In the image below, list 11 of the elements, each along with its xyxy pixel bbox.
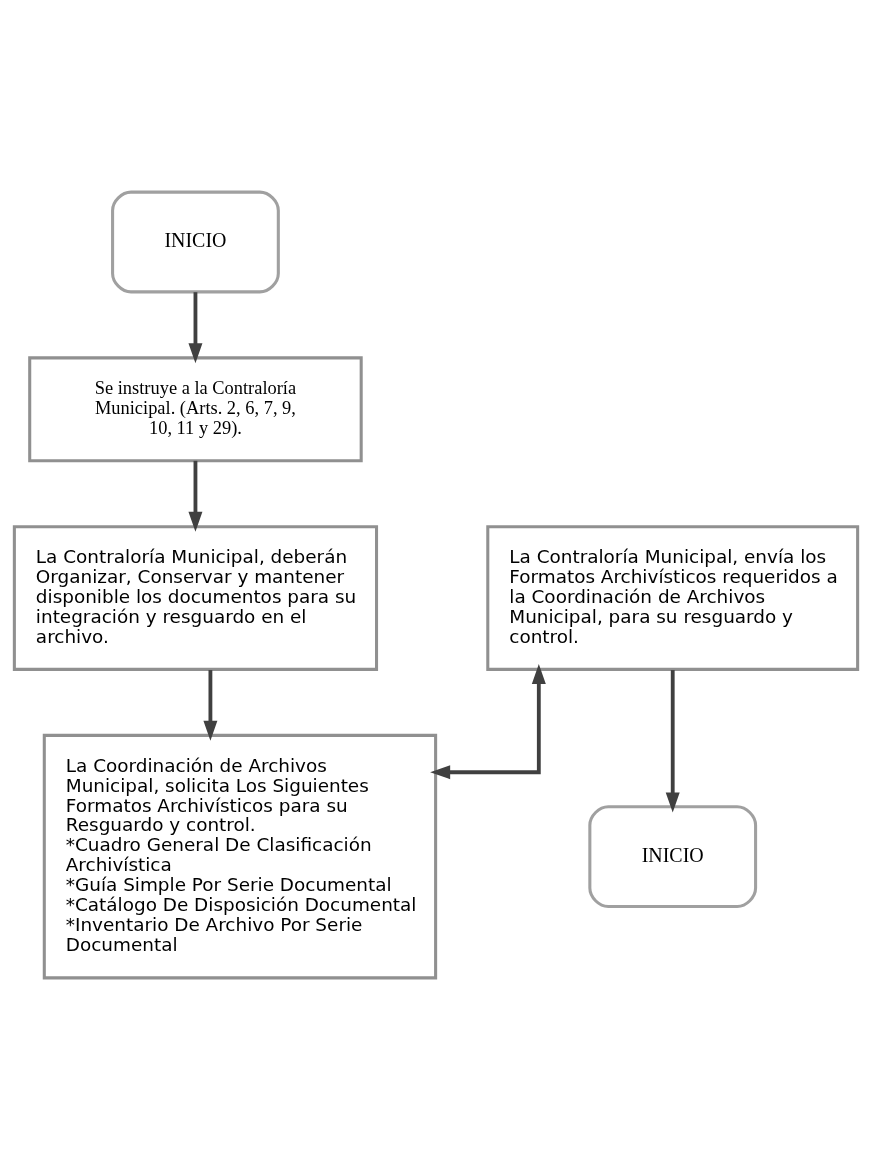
node-box: La Coordinación de Archivos Municipal, solicita Los Siguientes Formatos Archivísticos para su Resguardo y control. *Cuadro General De Clasificación Archivística *Guía Simple Por Serie Documental *Catálogo De Disposición Documental *Inventario De Archivo Por Serie Documental <box>42 733 438 980</box>
arrow <box>188 292 203 364</box>
node-box: Se instruye a la Contraloría Municipal. (Arts. 2, 6, 7, 9, 10, 11 y 29). <box>28 356 363 463</box>
node-box: INICIO <box>588 805 758 909</box>
arrow <box>188 460 203 532</box>
arrow <box>430 664 546 780</box>
node-box: La Contraloría Municipal, deberán Organizar, Conservar y mantener disponible los documentos para su integración y resguardo en el archivo. <box>12 525 379 671</box>
arrow <box>665 670 680 813</box>
arrow <box>203 670 218 741</box>
node-box: La Contraloría Municipal, envía los Formatos Archivísticos requeridos a la Coordinación de Archivos Municipal, para su resguardo y control. <box>486 525 860 671</box>
node-box: INICIO <box>111 190 280 294</box>
